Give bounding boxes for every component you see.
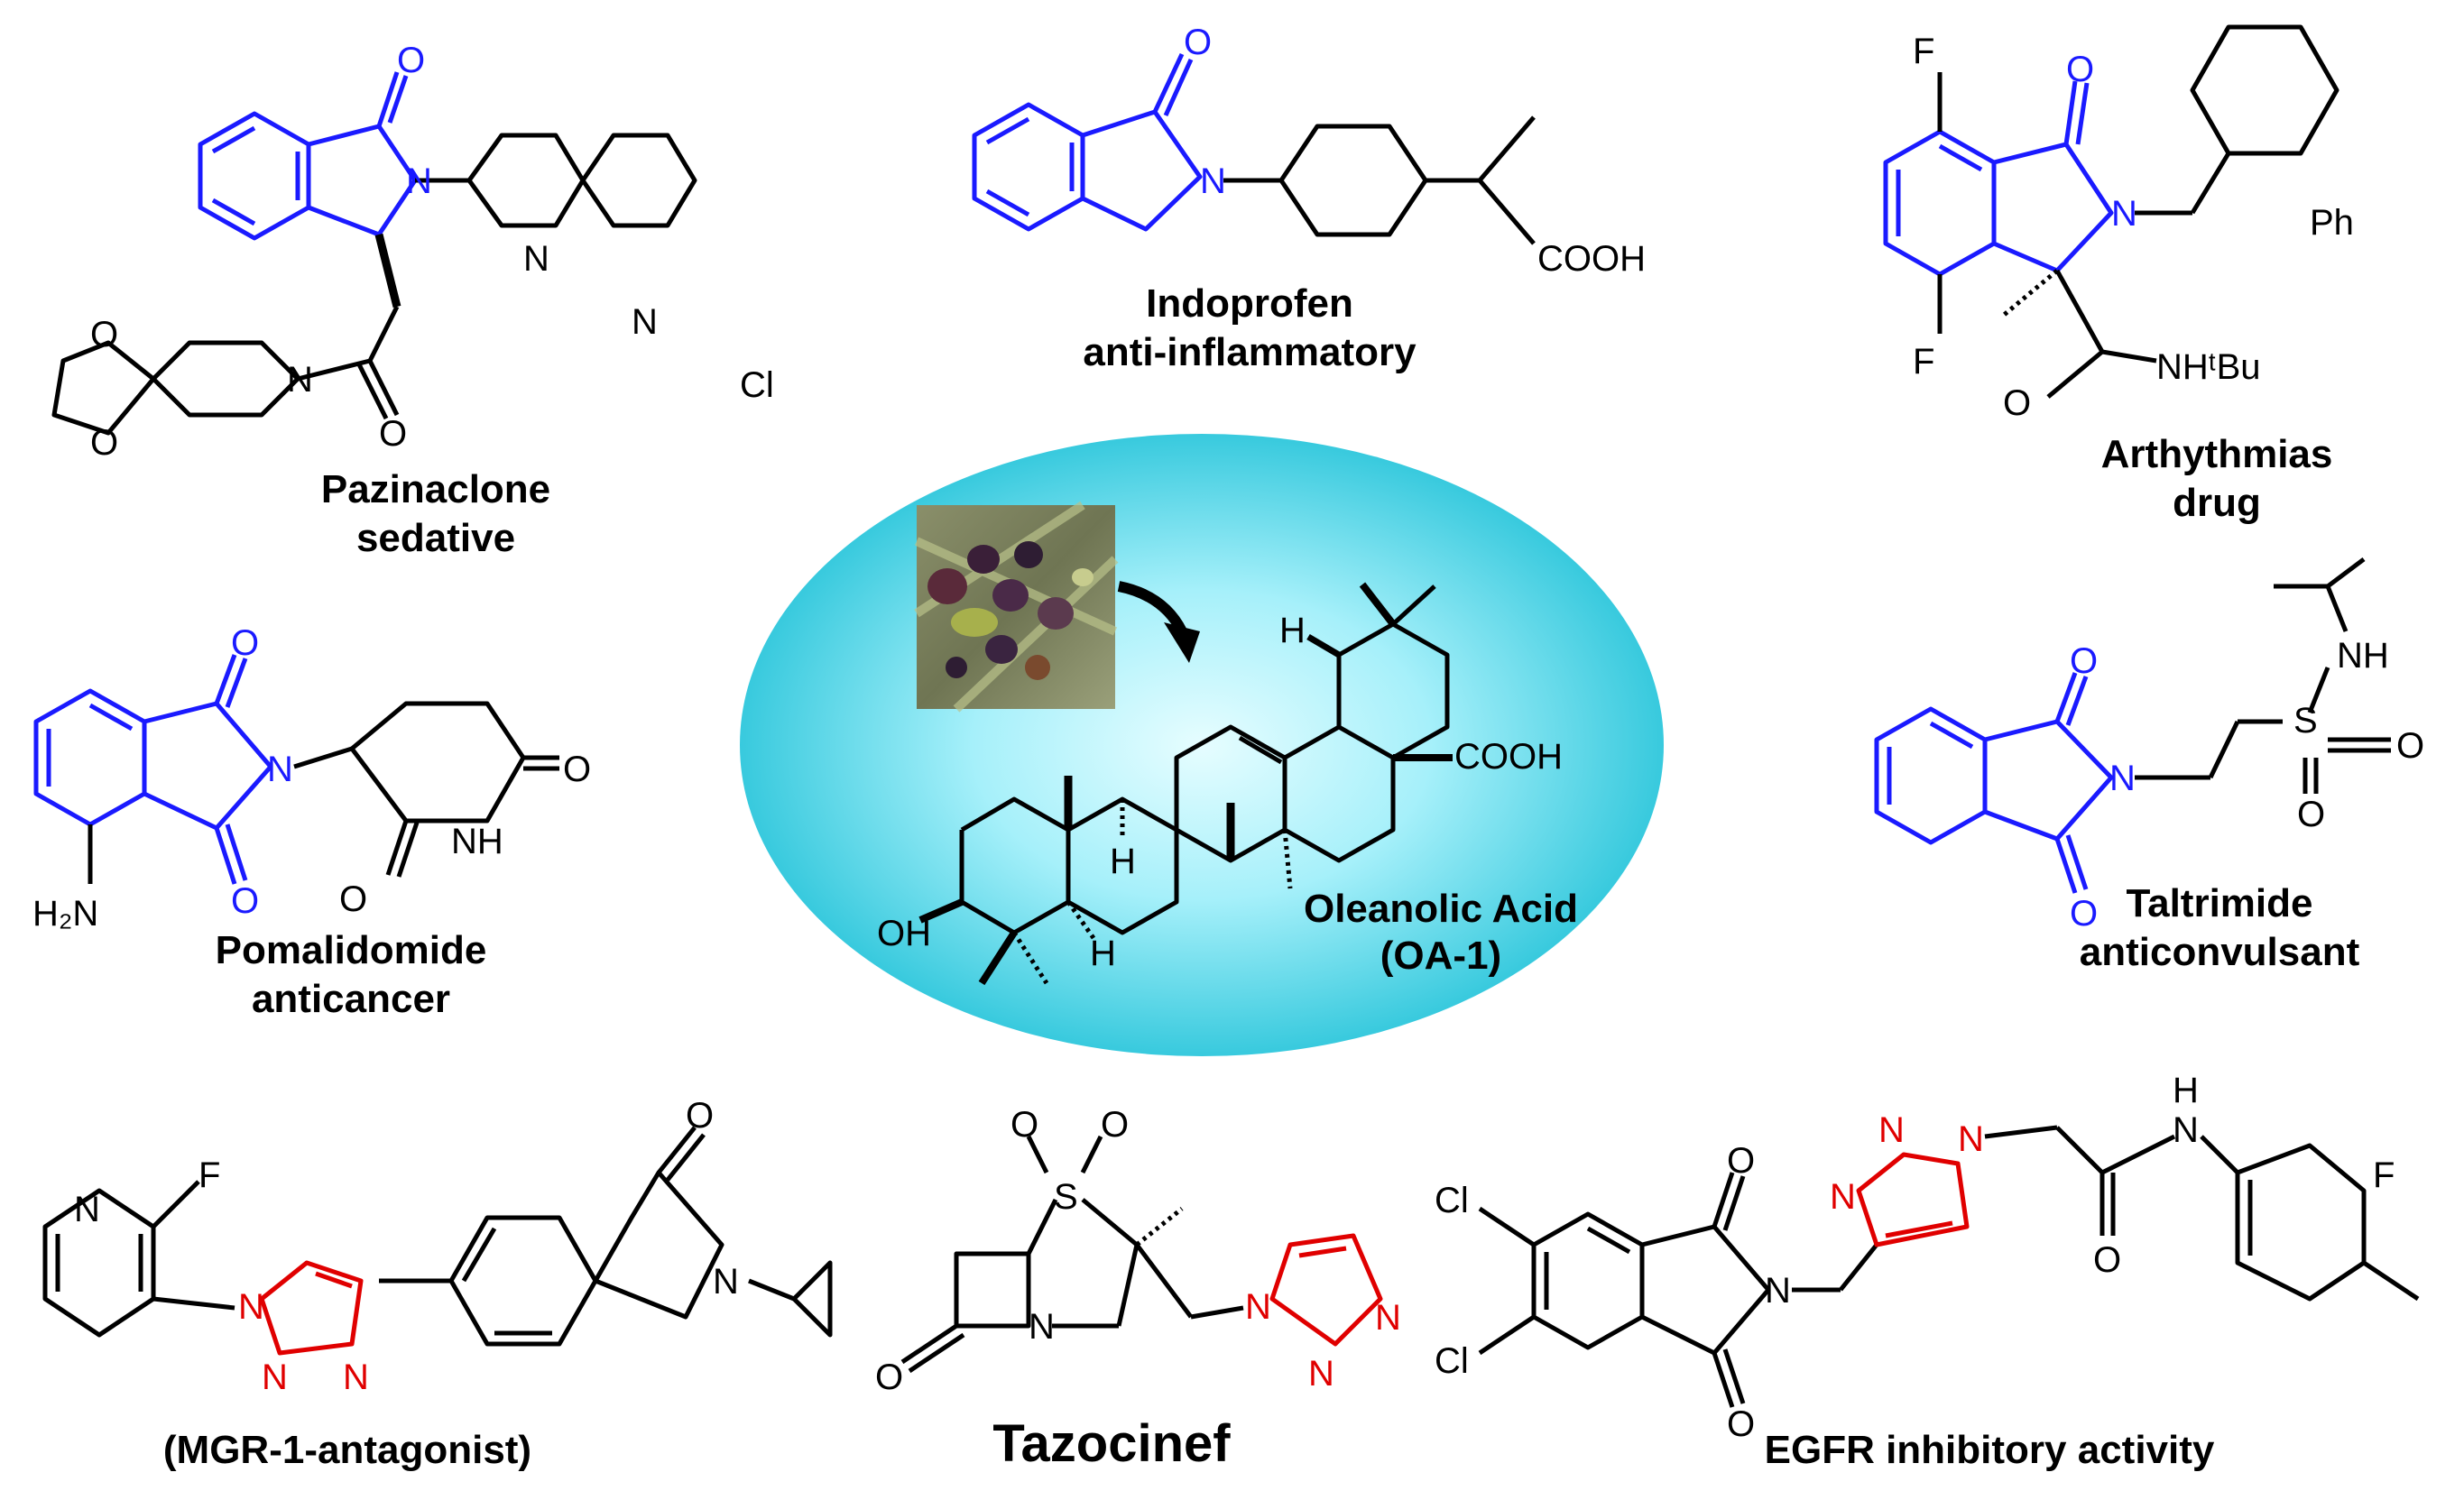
arrhythmia-name: Arthythmias	[2101, 432, 2333, 476]
indoprofen-cooh: COOH	[1537, 239, 1646, 279]
pomalidomide-nh2: H₂N	[32, 894, 98, 934]
taltrimide-o3: O	[2396, 726, 2424, 766]
arrhythmia-o2: O	[2003, 383, 2031, 423]
egfr-h: H	[2173, 1071, 2199, 1110]
pazinaclone-name: Pazinaclone	[321, 467, 550, 511]
pomalidomide-name: Pomalidomide	[216, 928, 487, 972]
arrhythmia-n: N	[2111, 194, 2137, 234]
pomalidomide-o2: O	[231, 881, 259, 921]
pomalidomide-o1: O	[231, 623, 259, 663]
arrhythmia-f2: F	[1913, 342, 1934, 382]
pazinaclone-n2: N	[523, 239, 549, 279]
egfr-o3: O	[2093, 1240, 2121, 1280]
egfr-o2: O	[1727, 1404, 1755, 1444]
taltrimide-o1: O	[2070, 641, 2098, 681]
pomalidomide-structure	[33, 654, 559, 885]
arrhythmia-structure	[1883, 24, 2339, 399]
oleanolic-structure	[918, 582, 1453, 986]
oleanolic-name: Oleanolic Acid	[1304, 887, 1578, 931]
tazocinef-n2: N	[1308, 1354, 1334, 1394]
egfr-n3: N	[1958, 1119, 1984, 1159]
taltrimide-o4: O	[2297, 795, 2325, 834]
pomalidomide-n: N	[267, 750, 293, 789]
egfr-cl2: Cl	[1435, 1341, 1469, 1381]
tazocinef-s: S	[1054, 1177, 1078, 1217]
taltrimide-n: N	[2109, 759, 2136, 798]
oleanolic-cooh: COOH	[1454, 737, 1563, 777]
indoprofen-n: N	[1200, 161, 1226, 201]
pomalidomide-activity: anticancer	[252, 977, 450, 1021]
arrhythmia-f1: F	[1913, 32, 1934, 71]
tazocinef-structure	[900, 1135, 1383, 1374]
pazinaclone-o2: O	[379, 414, 407, 454]
egfr-n2: N	[1878, 1110, 1905, 1150]
mgr1-f: F	[198, 1155, 220, 1195]
mgr1-name: (MGR-1-antagonist)	[163, 1428, 531, 1472]
indoprofen-o: O	[1184, 23, 1212, 62]
egfr-o1: O	[1727, 1141, 1755, 1181]
mgr1-n-pyr: N	[74, 1190, 100, 1229]
indoprofen-activity: anti-inflammatory	[1083, 330, 1417, 374]
olive-photo-icon	[914, 501, 1119, 713]
tazocinef-name: Tazocinef	[992, 1414, 1231, 1473]
mgr1-n1: N	[238, 1287, 264, 1327]
curved-arrow-icon	[1117, 581, 1200, 663]
arrhythmia-nhtbu: NHᵗBu	[2156, 347, 2261, 387]
tazocinef-n1: N	[1245, 1287, 1271, 1327]
arrhythmia-activity: drug	[2173, 481, 2261, 525]
pazinaclone-o: O	[397, 41, 425, 80]
taltrimide-o2: O	[2070, 894, 2098, 934]
taltrimide-nh: NH	[2337, 636, 2389, 676]
pazinaclone-n3: N	[632, 302, 658, 342]
tazocinef-n: N	[1029, 1307, 1055, 1347]
pomalidomide-nh: NH	[451, 822, 503, 861]
pazinaclone-activity: sedative	[356, 516, 515, 560]
pazinaclone-n4: N	[287, 360, 313, 400]
mgr1-n2: N	[262, 1357, 288, 1397]
tazocinef-o2: O	[1101, 1105, 1129, 1145]
tazocinef-o1: O	[1011, 1105, 1038, 1145]
taltrimide-structure	[1874, 557, 2391, 894]
oleanolic-code: (OA-1)	[1380, 934, 1501, 978]
pazinaclone-structure	[51, 71, 697, 436]
egfr-structure	[1478, 1125, 2420, 1408]
tazocinef-n3: N	[1375, 1298, 1401, 1338]
pazinaclone-n: N	[406, 161, 432, 201]
pomalidomide-o4: O	[339, 879, 367, 919]
oleanolic-h-mid: H	[1110, 842, 1136, 881]
mgr1-n3: N	[343, 1357, 369, 1397]
indoprofen-name: Indoprofen	[1146, 281, 1353, 326]
pazinaclone-o4: O	[90, 423, 118, 463]
oleanolic-h-top: H	[1279, 611, 1306, 650]
taltrimide-name: Taltrimide	[2126, 881, 2312, 925]
mgr1-n4: N	[713, 1262, 739, 1302]
egfr-n1: N	[1830, 1177, 1856, 1217]
oleanolic-h-low: H	[1090, 934, 1116, 973]
tazocinef-o3: O	[875, 1357, 903, 1397]
indoprofen-structure	[972, 52, 1536, 245]
egfr-f: F	[2373, 1155, 2395, 1195]
egfr-n4: N	[2173, 1110, 2199, 1150]
taltrimide-s: S	[2293, 701, 2318, 741]
pazinaclone-cl: Cl	[740, 365, 774, 405]
pazinaclone-o3: O	[90, 315, 118, 354]
mgr1-o: O	[686, 1096, 714, 1136]
taltrimide-activity: anticonvulsant	[2080, 930, 2360, 974]
egfr-n: N	[1765, 1271, 1791, 1311]
egfr-name: EGFR inhibitory activity	[1765, 1428, 2215, 1472]
arrhythmia-ph: Ph	[2310, 203, 2354, 243]
pomalidomide-o3: O	[563, 750, 591, 789]
egfr-cl1: Cl	[1435, 1181, 1469, 1220]
arrhythmia-o: O	[2066, 50, 2094, 89]
mgr1-structure	[42, 1126, 833, 1356]
oleanolic-oh: OH	[877, 914, 931, 953]
